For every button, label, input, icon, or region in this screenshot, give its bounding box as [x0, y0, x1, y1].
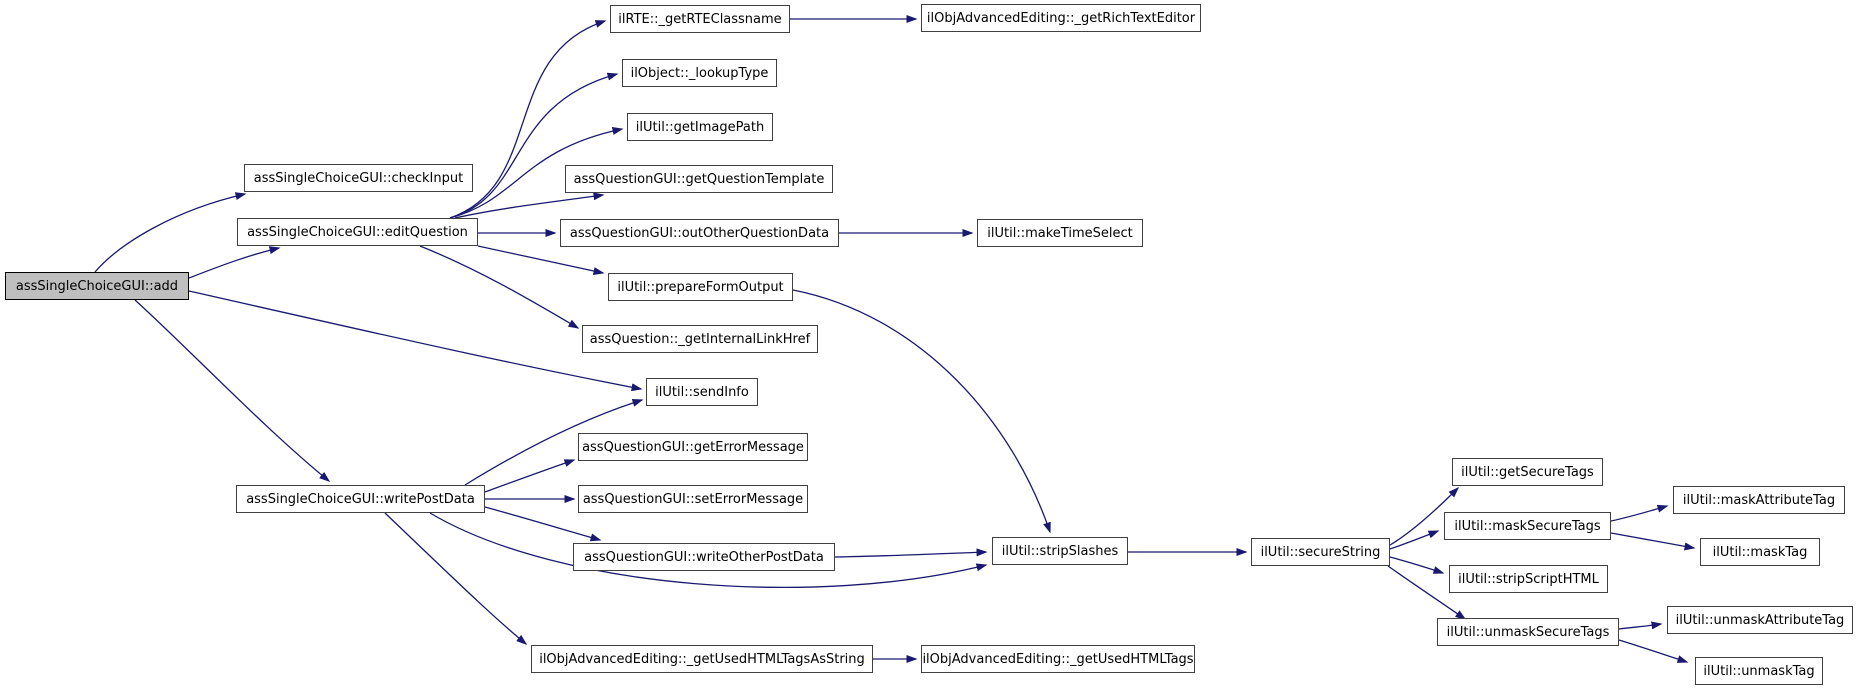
node-ilObject-lookupType[interactable]: ilObject::_lookupType — [622, 59, 777, 87]
node-ilUtil-getImagePath[interactable]: ilUtil::getImagePath — [627, 113, 773, 141]
node-ilUtil-prepareFormOutput[interactable]: ilUtil::prepareFormOutput — [608, 273, 793, 301]
node-assSingleChoiceGUI-editQuestion[interactable]: assSingleChoiceGUI::editQuestion — [237, 218, 478, 246]
node-assSingleChoiceGUI-add: assSingleChoiceGUI::add — [5, 272, 189, 300]
node-ilUtil-sendInfo[interactable]: ilUtil::sendInfo — [646, 378, 758, 406]
node-assSingleChoiceGUI-checkInput[interactable]: assSingleChoiceGUI::checkInput — [244, 164, 473, 192]
node-assQuestionGUI-getErrorMessage[interactable]: assQuestionGUI::getErrorMessage — [578, 433, 808, 461]
node-ilObjAdvancedEditing-getRichTextEditor[interactable]: ilObjAdvancedEditing::_getRichTextEditor — [921, 4, 1201, 32]
edge-add-to-writePostData — [134, 299, 331, 482]
edge-editQuestion-to-prepareFormOutput — [477, 245, 605, 275]
node-ilUtil-maskTag[interactable]: ilUtil::maskTag — [1700, 538, 1820, 566]
edge-editQuestion-to-lookupType — [449, 72, 619, 219]
edge-writePostData-to-writeOtherPostData — [484, 506, 602, 542]
node-ilUtil-unmaskAttributeTag[interactable]: ilUtil::unmaskAttributeTag — [1667, 606, 1853, 634]
edge-editQuestion-to-getImagePath — [449, 127, 624, 219]
edge-editQuestion-to-getInternalLinkHref — [419, 245, 580, 329]
edge-maskSecureTags-to-maskAttributeTag — [1610, 504, 1669, 522]
edge-unmaskSecureTags-to-unmaskTag — [1618, 639, 1689, 663]
node-assQuestionGUI-setErrorMessage[interactable]: assQuestionGUI::setErrorMessage — [578, 485, 808, 513]
node-ilUtil-secureString[interactable]: ilUtil::secureString — [1251, 538, 1390, 566]
node-ilObjAdvancedEditing-getUsedHTMLTagsAsString[interactable]: ilObjAdvancedEditing::_getUsedHTMLTagsAs… — [531, 645, 873, 673]
node-assQuestion-getInternalLinkHref[interactable]: assQuestion::_getInternalLinkHref — [582, 325, 818, 353]
edge-maskSecureTags-to-maskTag — [1610, 532, 1696, 551]
node-ilUtil-stripSlashes[interactable]: ilUtil::stripSlashes — [992, 537, 1128, 565]
node-ilUtil-unmaskTag[interactable]: ilUtil::unmaskTag — [1695, 657, 1823, 685]
edge-prepareFormOutput-to-stripSlashes — [792, 289, 1051, 534]
node-ilUtil-maskAttributeTag[interactable]: ilUtil::maskAttributeTag — [1673, 486, 1845, 514]
node-ilUtil-getSecureTags[interactable]: ilUtil::getSecureTags — [1452, 458, 1603, 486]
node-assQuestionGUI-outOtherQuestionData[interactable]: assQuestionGUI::outOtherQuestionData — [560, 219, 839, 247]
edge-secureString-to-maskSecureTags — [1389, 530, 1440, 550]
node-ilObjAdvancedEditing-getUsedHTMLTags[interactable]: ilObjAdvancedEditing::_getUsedHTMLTags — [921, 645, 1195, 673]
edge-add-to-editQuestion — [188, 246, 281, 279]
node-ilUtil-makeTimeSelect[interactable]: ilUtil::makeTimeSelect — [977, 219, 1143, 247]
node-assSingleChoiceGUI-writePostData[interactable]: assSingleChoiceGUI::writePostData — [236, 485, 485, 513]
edge-secureString-to-unmaskSecureTags — [1387, 565, 1467, 620]
edge-writePostData-to-stripSlashes — [429, 512, 988, 589]
node-ilUtil-stripScriptHTML[interactable]: ilUtil::stripScriptHTML — [1449, 565, 1608, 593]
edge-add-to-checkInput — [94, 192, 247, 273]
edge-add-to-sendInfo — [188, 290, 643, 392]
edge-secureString-to-stripScriptHTML — [1389, 556, 1445, 574]
edge-writePostData-to-getUsedHTMLTagsAsString — [384, 512, 528, 645]
edge-secureString-to-getSecureTags — [1389, 486, 1460, 546]
edge-editQuestion-to-getRTEClassname — [449, 20, 607, 219]
node-assQuestionGUI-writeOtherPostData[interactable]: assQuestionGUI::writeOtherPostData — [573, 543, 835, 571]
edge-unmaskSecureTags-to-unmaskAttributeTag — [1618, 621, 1663, 630]
node-ilUtil-unmaskSecureTags[interactable]: ilUtil::unmaskSecureTags — [1437, 618, 1619, 646]
edge-writeOtherPostData-to-stripSlashes — [834, 548, 988, 558]
edge-editQuestion-to-getQuestionTemplate — [454, 192, 605, 219]
node-ilUtil-maskSecureTags[interactable]: ilUtil::maskSecureTags — [1444, 512, 1611, 540]
node-ilRTE-getRTEClassname[interactable]: ilRTE::_getRTEClassname — [610, 5, 790, 33]
edge-writePostData-to-sendInfo — [464, 399, 644, 486]
node-assQuestionGUI-getQuestionTemplate[interactable]: assQuestionGUI::getQuestionTemplate — [565, 165, 833, 193]
edge-writePostData-to-getErrorMessage — [484, 459, 576, 493]
